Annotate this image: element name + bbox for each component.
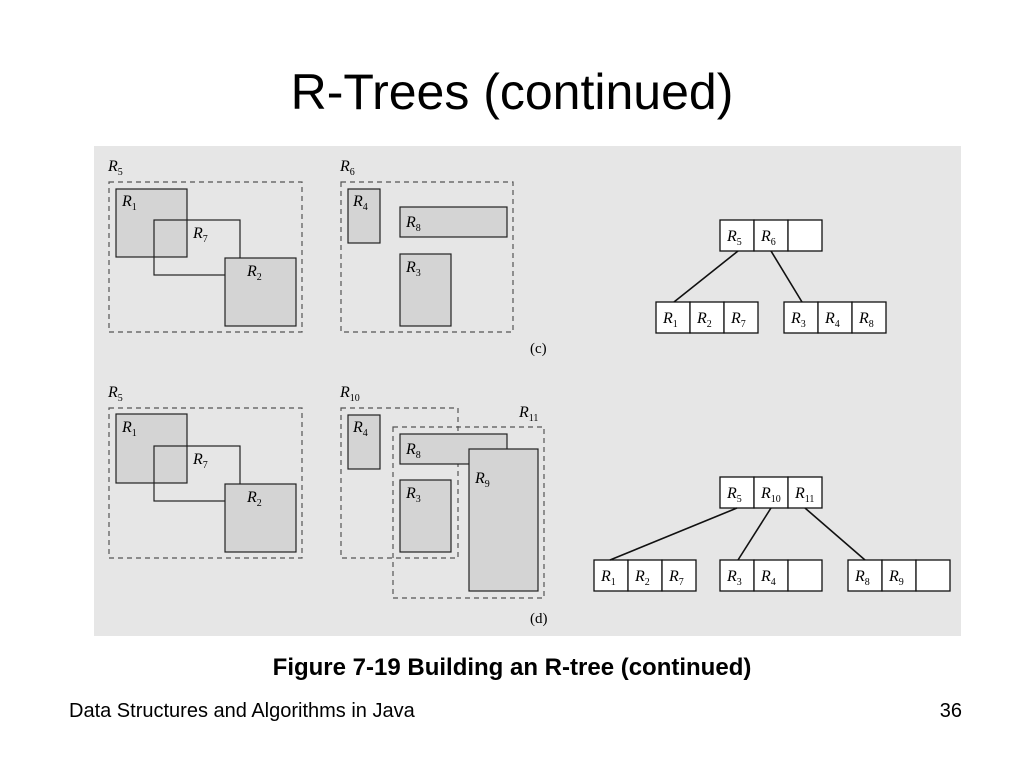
tree-cell: [753, 559, 789, 592]
region-r3: [399, 253, 452, 327]
page-number: 36: [939, 700, 962, 722]
label-r5: R5: [107, 158, 123, 178]
tree-cell: [851, 301, 887, 334]
region-r10: [340, 407, 459, 559]
tree-cell: [881, 559, 917, 592]
tree-cell: [655, 301, 691, 334]
tree-cell: [915, 559, 951, 592]
tree-edge: [770, 250, 803, 303]
tree-cell: [787, 476, 823, 509]
region-r2: [224, 257, 297, 327]
tree-cell: [753, 219, 789, 252]
region-r4: [347, 188, 381, 244]
tree-cell: [817, 301, 853, 334]
tree-edge: [737, 507, 772, 561]
figure-caption: Figure 7-19 Building an R-tree (continue…: [272, 654, 752, 681]
tree-cell: [753, 476, 789, 509]
label-r7: R7: [192, 225, 208, 245]
region-r1: [115, 188, 188, 258]
tree-edge: [609, 507, 738, 561]
region-r2: [224, 483, 297, 553]
slide-title: R-Trees (continued): [290, 64, 734, 120]
region-r3: [399, 479, 452, 553]
region-r6: [340, 181, 514, 333]
part-label-c: (c): [530, 341, 547, 357]
region-r1: [115, 413, 188, 484]
region-r11: [392, 426, 545, 599]
tree-cell: [787, 219, 823, 252]
label-r11: R11: [518, 404, 538, 424]
label-r7: R7: [192, 451, 208, 471]
footer-course-title: Data Structures and Algorithms in Java: [69, 700, 415, 722]
tree-edge: [804, 507, 866, 561]
part-label-d: (d): [530, 611, 548, 627]
region-r9: [468, 448, 539, 592]
tree-cell: [689, 301, 725, 334]
tree-cell: [723, 301, 759, 334]
region-r7: [153, 445, 241, 502]
tree-edge: [673, 250, 739, 303]
label-r5: R5: [107, 384, 123, 404]
region-r8: [399, 206, 508, 238]
region-r7: [153, 219, 241, 276]
label-r6: R6: [339, 158, 355, 178]
region-r4: [347, 414, 381, 470]
label-r10: R10: [339, 384, 360, 404]
tree-cell: [787, 559, 823, 592]
tree-cell: [661, 559, 697, 592]
